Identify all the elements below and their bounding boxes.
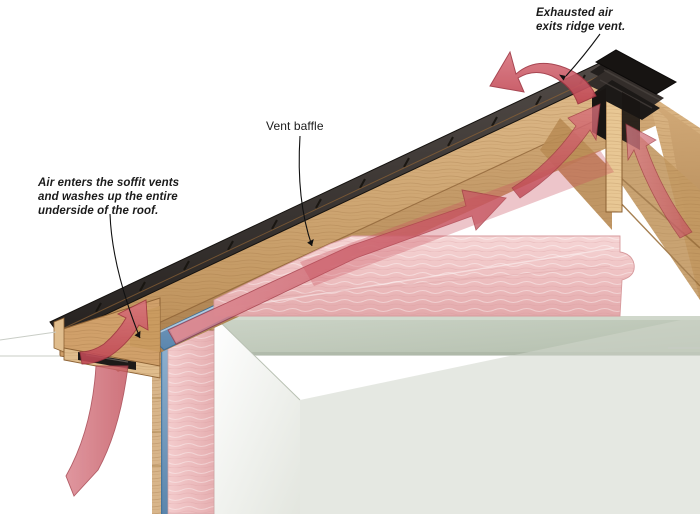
- leader-baffle: [298, 135, 313, 247]
- ridge-arrow-left: [511, 103, 601, 199]
- intake-arrow: [65, 365, 129, 497]
- wall-sheathing: [160, 296, 168, 514]
- exhaust-arrow: [489, 50, 597, 105]
- slope-arrow: [167, 189, 507, 345]
- leader-ridge: [565, 33, 601, 77]
- ridge-arrow-right: [625, 123, 693, 239]
- annotation-ridge: Exhausted air exits ridge vent.: [536, 7, 626, 34]
- eave-arrow: [79, 299, 149, 365]
- room-corner-drywall: [213, 315, 700, 514]
- annotation-soffit: Air enters the soffit vents and washes u…: [38, 177, 180, 218]
- annotation-vent-baffle: Vent baffle: [266, 119, 324, 133]
- leader-soffit: [109, 213, 141, 339]
- ridge-assembly: [540, 49, 700, 300]
- leader-lines: [109, 33, 601, 339]
- edge-guides: [0, 331, 700, 357]
- ridge-board: [605, 87, 623, 213]
- airflow-arrows: [65, 50, 693, 497]
